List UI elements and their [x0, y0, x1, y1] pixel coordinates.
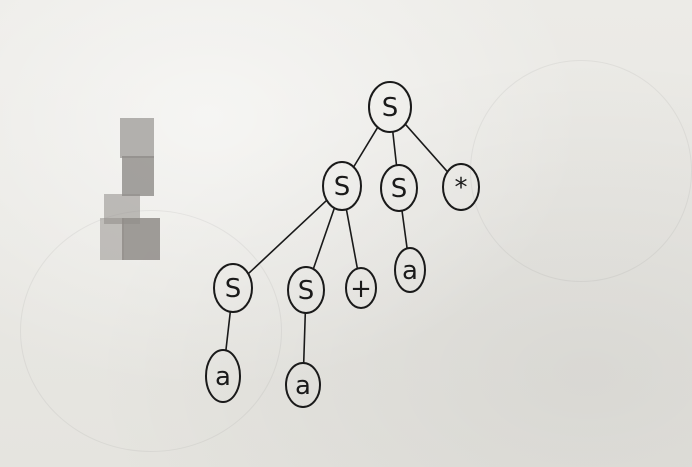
node-circle	[285, 362, 321, 408]
node-label: a	[215, 362, 231, 392]
tree-edge-root-star	[404, 123, 449, 173]
tree-edge-s1-s4	[312, 207, 336, 270]
tree-nodes: S S S * S S + a a a	[205, 81, 480, 408]
tree-edge-root-s2	[391, 131, 398, 166]
node-label: S	[391, 174, 408, 204]
node-label: S	[334, 172, 351, 202]
tree-node-root: S	[368, 81, 412, 133]
node-label: a	[295, 371, 311, 401]
tree-node-star: *	[442, 163, 480, 211]
tree-edge-s4-a3	[302, 312, 307, 364]
tree-edge-s2-a1	[401, 209, 408, 250]
node-circle	[205, 349, 241, 403]
tree-edges	[225, 123, 449, 364]
node-circle	[322, 161, 362, 211]
node-label: S	[382, 93, 399, 123]
tree-node-a3: a	[285, 362, 321, 408]
tree-edge-root-s1	[352, 126, 379, 168]
tree-node-s2: S	[380, 164, 418, 212]
node-label: *	[455, 173, 468, 203]
node-label: +	[350, 274, 372, 304]
node-circle	[345, 267, 377, 309]
node-circle	[213, 263, 253, 313]
tree-edge-s3-a2	[225, 310, 232, 352]
node-label: a	[402, 256, 418, 286]
tree-node-s4: S	[287, 266, 325, 314]
node-label: S	[225, 274, 242, 304]
node-label: S	[298, 276, 315, 306]
tree-node-a2: a	[205, 349, 241, 403]
tree-edge-s1-plus	[345, 208, 359, 270]
node-circle	[442, 163, 480, 211]
redacted-block	[100, 118, 160, 260]
tree-node-plus: +	[345, 267, 377, 309]
node-circle	[287, 266, 325, 314]
faint-circle-mark	[20, 210, 282, 452]
tree-node-s1: S	[322, 161, 362, 211]
node-circle	[380, 164, 418, 212]
tree-node-s3: S	[213, 263, 253, 313]
node-circle	[394, 247, 426, 293]
tree-node-a1: a	[394, 247, 426, 293]
tree-edge-s1-s3	[247, 199, 328, 275]
node-circle	[368, 81, 412, 133]
